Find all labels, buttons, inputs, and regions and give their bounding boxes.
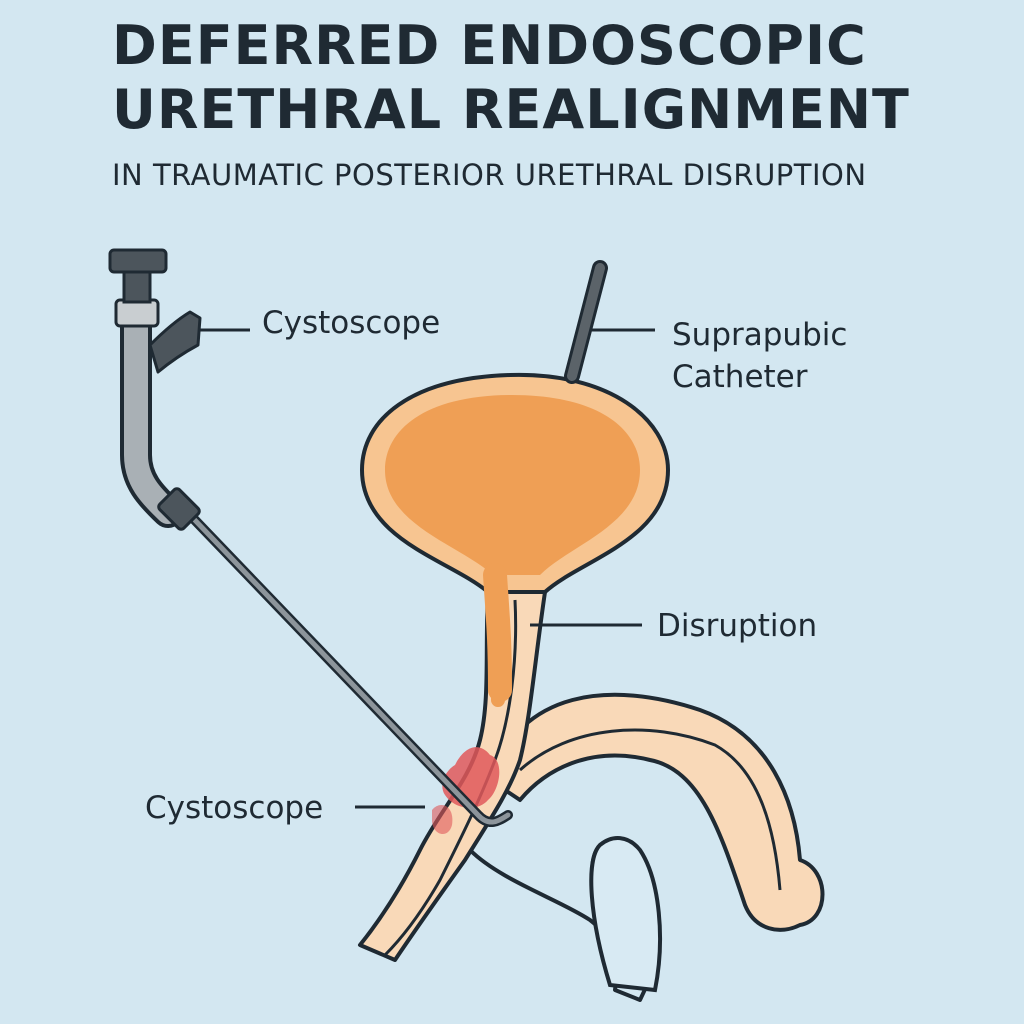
- title-line-2: URETHRAL REALIGNMENT: [112, 78, 910, 141]
- label-cystoscope-top: Cystoscope: [262, 305, 440, 341]
- diagram-subtitle: IN TRAUMATIC POSTERIOR URETHRAL DISRUPTI…: [112, 158, 867, 192]
- lower-loop: [468, 836, 662, 1002]
- cystoscope-instrument: [108, 248, 513, 828]
- label-suprapubic-line1: Suprapubic: [672, 317, 847, 353]
- penile-urethra: [488, 692, 825, 932]
- suprapubic-catheter: [564, 260, 608, 384]
- bladder: [360, 372, 670, 702]
- diagram-title: DEFERRED ENDOSCOPIC URETHRAL REALIGNMENT: [112, 14, 910, 142]
- label-disruption: Disruption: [657, 608, 817, 644]
- label-suprapubic-line2: Catheter: [672, 359, 808, 395]
- title-line-1: DEFERRED ENDOSCOPIC: [112, 14, 867, 77]
- label-cystoscope-bottom: Cystoscope: [145, 790, 323, 826]
- leader-lines: [200, 328, 655, 809]
